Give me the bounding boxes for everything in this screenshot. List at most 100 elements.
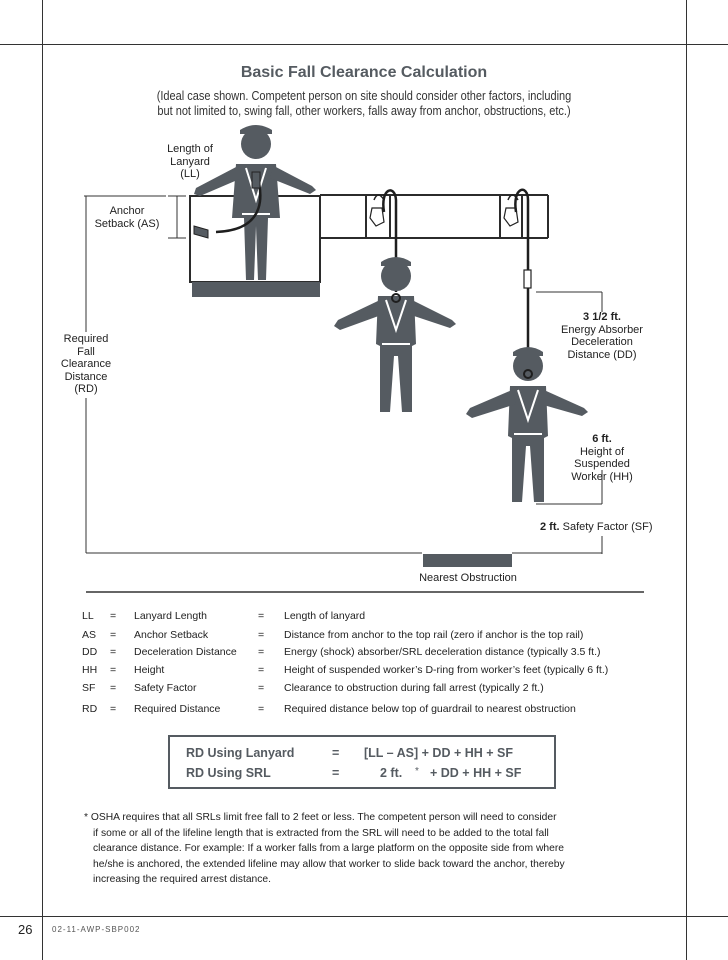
anchor-hook-basket bbox=[193, 225, 209, 239]
subtitle-line-1: (Ideal case shown. Competent person on s… bbox=[156, 89, 572, 103]
footnote-line: * OSHA requires that all SRLs limit free… bbox=[84, 812, 557, 823]
formula-name: RD Using Lanyard bbox=[186, 746, 295, 760]
label-as-line-2: Setback (AS) bbox=[94, 217, 160, 230]
suspended-worker-srl-harness bbox=[514, 389, 542, 435]
legend-equals: = bbox=[258, 610, 265, 622]
standing-worker-shock-absorber bbox=[251, 171, 261, 189]
legend-equals: = bbox=[110, 703, 117, 715]
legend-description: Clearance to obstruction during fall arr… bbox=[284, 682, 544, 694]
formula-equals: = bbox=[332, 766, 340, 780]
frame-left-line bbox=[42, 0, 43, 960]
legend-term: Deceleration Distance bbox=[134, 646, 237, 658]
formula-expression: + DD + HH + SF bbox=[430, 766, 522, 780]
page-title: Basic Fall Clearance Calculation bbox=[240, 64, 488, 81]
page-number: 26 bbox=[18, 922, 33, 937]
legend-term: Safety Factor bbox=[134, 682, 197, 694]
label-worker-height: 6 ft. Height of Suspended Worker (HH) bbox=[560, 433, 644, 483]
label-ll-line-2: Lanyard bbox=[170, 155, 210, 168]
suspended-worker-lanyard-figure bbox=[334, 257, 456, 412]
label-sf-value: 2 ft. bbox=[540, 521, 560, 533]
footnote: * OSHA requires that all SRLs limit free… bbox=[84, 810, 644, 888]
legend-abbr: LL bbox=[82, 610, 94, 622]
label-dd-line-2: Energy Absorber bbox=[561, 323, 643, 336]
label-nearest-obstruction: Nearest Obstruction bbox=[419, 572, 517, 584]
footnote-line: clearance distance. For example: If a wo… bbox=[93, 843, 565, 854]
suspended-worker-srl-figure bbox=[466, 347, 588, 502]
label-dd-line-3: Deceleration bbox=[571, 336, 633, 348]
formula-box: RD Using Lanyard = [LL – AS] + DD + HH +… bbox=[168, 735, 556, 789]
legend-equals: = bbox=[258, 682, 265, 694]
legend-term: Height bbox=[134, 664, 165, 676]
label-rd-line-4: Distance bbox=[64, 370, 108, 383]
label-rd-line-5: (RD) bbox=[74, 383, 98, 395]
formula-name: RD Using SRL bbox=[186, 766, 271, 780]
anchor-setback-dimension bbox=[168, 195, 186, 239]
legend-term: Anchor Setback bbox=[134, 629, 209, 641]
label-anchor-setback: Anchor Setback (AS) bbox=[86, 205, 168, 230]
label-hh-value: 6 ft. bbox=[592, 433, 612, 445]
label-rd-line-1: Required bbox=[63, 333, 109, 345]
legend-description: Required distance below top of guardrail… bbox=[284, 703, 576, 715]
footnote-line: increasing the required arrest distance. bbox=[93, 874, 272, 885]
nearest-obstruction-block bbox=[423, 554, 512, 567]
label-safety-factor: 2 ft. Safety Factor (SF) bbox=[540, 521, 652, 534]
lanyard-anchor bbox=[369, 194, 385, 227]
right-dimension-lines bbox=[536, 291, 603, 554]
footnote-line: he/she is anchored, the extended lifelin… bbox=[93, 858, 565, 870]
label-required-distance: Required Fall Clearance Distance (RD) bbox=[48, 333, 124, 396]
legend-abbr: DD bbox=[82, 646, 98, 658]
legend-abbr: AS bbox=[82, 629, 97, 641]
frame-top-line bbox=[0, 44, 728, 45]
fall-clearance-diagram bbox=[84, 125, 644, 593]
legend-equals: = bbox=[110, 610, 117, 622]
guardrail bbox=[320, 194, 549, 239]
lanyard-d-ring bbox=[391, 293, 401, 303]
legend-description: Height of suspended worker’s D-ring from… bbox=[284, 664, 609, 676]
label-hh-line-4: Worker (HH) bbox=[571, 470, 633, 483]
label-dd-line-4: Distance (DD) bbox=[567, 348, 637, 361]
legend-equals: = bbox=[258, 703, 265, 715]
frame-bottom-line bbox=[0, 916, 728, 917]
srl-lifeline bbox=[514, 188, 530, 370]
legend-term: Required Distance bbox=[134, 703, 221, 715]
frame-right-line bbox=[686, 0, 687, 960]
legend-equals: = bbox=[258, 646, 265, 658]
label-hh-line-2: Height of bbox=[579, 445, 625, 458]
legend-description: Energy (shock) absorber/SRL deceleration… bbox=[284, 646, 601, 658]
legend-equals: = bbox=[110, 646, 117, 658]
label-dd-value: 3 1/2 ft. bbox=[583, 311, 621, 323]
legend-description: Length of lanyard bbox=[284, 610, 366, 622]
label-ll-line-3: (LL) bbox=[180, 168, 200, 180]
formula-srl-value: 2 ft. bbox=[380, 766, 403, 780]
legend-equals: = bbox=[110, 629, 117, 641]
legend-equals: = bbox=[110, 682, 117, 694]
footnote-line: if some or all of the lifeline length th… bbox=[93, 827, 549, 839]
label-ll-line-1: Length of bbox=[167, 143, 213, 155]
label-as-line-1: Anchor bbox=[109, 205, 145, 217]
formula-expression: [LL – AS] + DD + HH + SF bbox=[364, 746, 513, 760]
legend-abbr: RD bbox=[82, 703, 98, 715]
standing-worker-figure bbox=[194, 125, 316, 280]
label-rd-line-3: Clearance bbox=[60, 358, 112, 370]
legend-equals: = bbox=[110, 664, 117, 676]
label-lanyard-length: Length of Lanyard (LL) bbox=[150, 143, 230, 181]
legend-abbr: HH bbox=[82, 664, 98, 676]
legend-description: Distance from anchor to the top rail (ze… bbox=[284, 629, 584, 641]
lanyard-line bbox=[382, 189, 398, 292]
subtitle-line-2: but not limited to, swing fall, other wo… bbox=[157, 104, 571, 118]
legend-abbr: SF bbox=[82, 682, 96, 694]
label-rd-line-2: Fall bbox=[77, 345, 95, 358]
srl-indicator bbox=[523, 269, 532, 289]
legend-equals: = bbox=[258, 629, 265, 641]
legend-equals: = bbox=[258, 664, 265, 676]
suspended-worker-lanyard-harness bbox=[382, 299, 410, 345]
srl-d-ring bbox=[523, 369, 533, 379]
legend-term: Lanyard Length bbox=[134, 610, 207, 622]
label-sf-text: Safety Factor (SF) bbox=[562, 521, 653, 533]
label-hh-line-3: Suspended bbox=[574, 458, 630, 470]
label-deceleration-distance: 3 1/2 ft. Energy Absorber Deceleration D… bbox=[552, 311, 652, 361]
document-code: 02-11-AWP-SBP002 bbox=[52, 925, 141, 934]
rd-bracket bbox=[84, 195, 602, 554]
page-subtitle: (Ideal case shown. Competent person on s… bbox=[149, 89, 578, 119]
formula-footnote-mark: * bbox=[415, 766, 419, 777]
